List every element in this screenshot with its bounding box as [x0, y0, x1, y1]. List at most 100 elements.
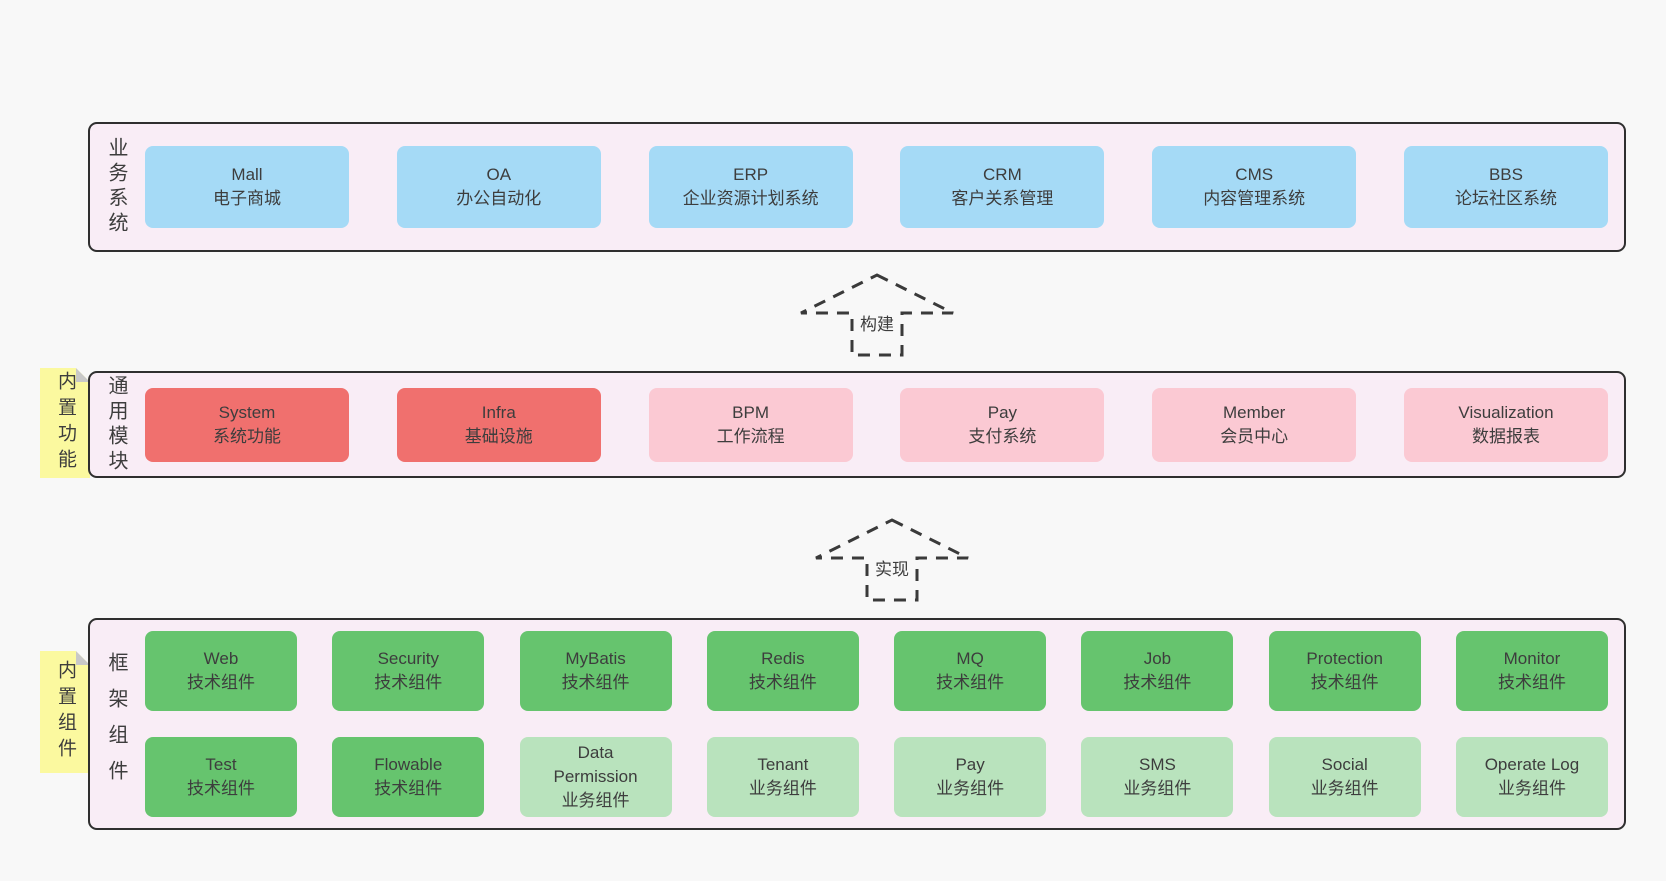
component-name: CRM	[983, 165, 1022, 184]
component-erp: ERP 企业资源计划系统	[648, 146, 853, 228]
component-desc: 数据报表	[1471, 426, 1540, 446]
component-name: Pay	[987, 402, 1018, 422]
component-name: Social	[1321, 755, 1368, 774]
component-name: Flowable	[374, 755, 443, 774]
band-label: 通用模块	[105, 374, 127, 475]
component-desc: 技术组件	[374, 673, 443, 692]
up-arrow-icon	[800, 273, 954, 357]
component-protection: Protection 技术组件	[1268, 631, 1421, 711]
sticky-note-label: 内置组件	[55, 660, 76, 764]
component-name: Mall	[231, 165, 263, 184]
component-sms: SMS 业务组件	[1081, 737, 1234, 817]
component-desc: 业务组件	[1310, 779, 1379, 798]
component-desc: 支付系统	[968, 426, 1037, 446]
component-name: ERP	[733, 165, 769, 184]
component-desc: 业务组件	[1123, 779, 1192, 798]
component-desc: 技术组件	[1310, 673, 1379, 692]
component-name: System	[218, 402, 276, 422]
component-pay: Pay 支付系统	[900, 387, 1105, 462]
component-row: Test 技术组件 Flowable 技术组件 Data Permission …	[145, 737, 1608, 817]
component-name: Pay	[955, 755, 985, 774]
component-name: Protection	[1306, 649, 1383, 668]
sticky-note-built-in-components: 内置组件	[40, 651, 90, 773]
component-name: Web	[203, 649, 239, 668]
component-desc: 电子商城	[213, 189, 281, 208]
component-name: Data Permission	[553, 743, 638, 786]
band-label: 框架组件	[105, 652, 127, 796]
component-row: System 系统功能 Infra 基础设施 BPM 工作流程 Pay 支付系统…	[145, 387, 1608, 462]
component-desc: 技术组件	[187, 779, 255, 798]
component-desc: 业务组件	[561, 791, 630, 810]
component-desc: 技术组件	[374, 779, 443, 798]
component-desc: 客户关系管理	[951, 189, 1054, 208]
component-desc: 技术组件	[561, 673, 630, 692]
component-name: Redis	[761, 649, 805, 668]
component-social: Social 业务组件	[1268, 737, 1421, 817]
component-web: Web 技术组件	[145, 631, 297, 711]
component-desc: 基础设施	[464, 426, 533, 446]
component-mall: Mall 电子商城	[145, 146, 349, 228]
component-data-permission: Data Permission 业务组件	[519, 737, 672, 817]
dashed-up-arrow-implement: 实现	[814, 518, 970, 602]
component-crm: CRM 客户关系管理	[900, 146, 1105, 228]
component-desc: 内容管理系统	[1203, 189, 1306, 208]
dashed-up-arrow-build: 构建	[799, 273, 955, 357]
component-desc: 办公自动化	[456, 189, 542, 208]
component-desc: 业务组件	[1497, 779, 1566, 798]
component-name: Monitor	[1503, 649, 1561, 668]
component-member: Member 会员中心	[1152, 387, 1357, 462]
component-bbs: BBS 论坛社区系统	[1403, 146, 1608, 228]
band-content: System 系统功能 Infra 基础设施 BPM 工作流程 Pay 支付系统…	[145, 373, 1608, 476]
component-operate-log: Operate Log 业务组件	[1455, 737, 1608, 817]
component-row: Mall 电子商城 OA 办公自动化 ERP 企业资源计划系统 CRM 客户关系…	[145, 146, 1608, 228]
component-desc: 企业资源计划系统	[682, 189, 819, 208]
component-desc: 业务组件	[936, 779, 1005, 798]
component-desc: 论坛社区系统	[1454, 189, 1557, 208]
component-name: CMS	[1235, 165, 1274, 184]
component-infra: Infra 基础设施	[396, 387, 601, 462]
component-monitor: Monitor 技术组件	[1455, 631, 1608, 711]
component-flowable: Flowable 技术组件	[332, 737, 485, 817]
component-row: Web 技术组件 Security 技术组件 MyBatis 技术组件 Redi…	[145, 631, 1608, 711]
component-mybatis: MyBatis 技术组件	[519, 631, 672, 711]
component-name: Security	[377, 649, 439, 668]
component-cms: CMS 内容管理系统	[1152, 146, 1357, 228]
component-bpm: BPM 工作流程	[648, 387, 853, 462]
sticky-note-built-in-features: 内置功能	[40, 368, 90, 478]
component-job: Job 技术组件	[1081, 631, 1234, 711]
component-desc: 业务组件	[748, 779, 817, 798]
band-common-modules: 通用模块 System 系统功能 Infra 基础设施 BPM 工作流程 Pay…	[88, 371, 1626, 478]
component-desc: 系统功能	[213, 426, 281, 446]
component-name: MQ	[956, 649, 984, 668]
band-business-systems: 业务系统 Mall 电子商城 OA 办公自动化 ERP 企业资源计划系统 CRM…	[88, 122, 1626, 252]
component-system: System 系统功能	[145, 387, 349, 462]
component-redis: Redis 技术组件	[706, 631, 859, 711]
component-desc: 技术组件	[748, 673, 817, 692]
arrow-label: 构建	[857, 310, 897, 335]
up-arrow-icon	[815, 518, 969, 602]
component-name: Infra	[481, 402, 516, 422]
component-desc: 技术组件	[1497, 673, 1566, 692]
component-name: Visualization	[1458, 402, 1554, 422]
component-name: SMS	[1138, 755, 1176, 774]
component-name: Tenant	[757, 755, 809, 774]
component-oa: OA 办公自动化	[396, 146, 601, 228]
component-desc: 技术组件	[936, 673, 1005, 692]
arrow-label: 实现	[872, 555, 912, 580]
component-name: Operate Log	[1484, 755, 1580, 774]
component-name: MyBatis	[565, 649, 626, 668]
component-test: Test 技术组件	[145, 737, 297, 817]
band-content: Mall 电子商城 OA 办公自动化 ERP 企业资源计划系统 CRM 客户关系…	[145, 124, 1608, 250]
band-label: 业务系统	[105, 137, 127, 237]
component-desc: 技术组件	[1123, 673, 1192, 692]
component-pay: Pay 业务组件	[894, 737, 1047, 817]
band-framework-components: 框架组件 Web 技术组件 Security 技术组件 MyBatis 技术组件…	[88, 618, 1626, 830]
component-desc: 技术组件	[187, 673, 255, 692]
sticky-note-label: 内置功能	[55, 371, 76, 475]
component-mq: MQ 技术组件	[894, 631, 1047, 711]
component-desc: 会员中心	[1220, 426, 1289, 446]
component-security: Security 技术组件	[332, 631, 485, 711]
component-name: BPM	[732, 402, 770, 422]
band-content: Web 技术组件 Security 技术组件 MyBatis 技术组件 Redi…	[145, 620, 1608, 828]
